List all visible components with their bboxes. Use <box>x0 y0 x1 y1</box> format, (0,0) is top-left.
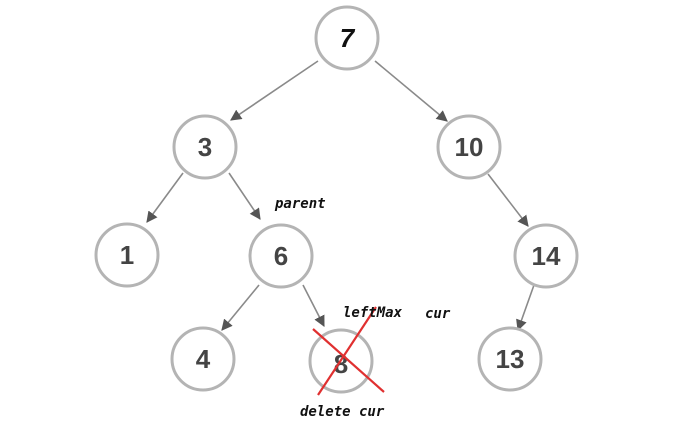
delete-cross-icon <box>312 306 385 396</box>
node-4: 4 <box>170 326 236 392</box>
node-7-label: 7 <box>340 23 356 53</box>
annotation-parent: parent <box>274 196 326 212</box>
node-6: 6 <box>248 223 314 289</box>
node-1-label: 1 <box>120 240 134 270</box>
edge-3-1 <box>146 172 184 223</box>
cross-stroke-1 <box>312 328 385 393</box>
node-14-label: 14 <box>532 241 561 271</box>
node-13: 13 <box>477 326 543 392</box>
edge-6-4 <box>221 284 260 331</box>
node-3-label: 3 <box>198 132 212 162</box>
node-6-label: 6 <box>274 241 288 271</box>
node-7: 7 <box>314 5 380 71</box>
edge-7-3 <box>230 60 319 121</box>
annotation-cur: cur <box>425 306 451 322</box>
node-3: 3 <box>172 114 238 180</box>
node-14: 14 <box>513 223 579 289</box>
node-4-circle <box>170 326 236 392</box>
node-10: 10 <box>436 114 502 180</box>
edge-3-6 <box>228 172 261 220</box>
node-1: 1 <box>94 222 160 288</box>
node-13-circle <box>477 326 543 392</box>
node-10-circle <box>436 114 502 180</box>
edges <box>146 60 535 332</box>
node-6-circle <box>248 223 314 289</box>
annotation-delete-cur: delete cur <box>300 404 385 420</box>
edge-7-10 <box>374 60 448 122</box>
node-14-circle <box>513 223 579 289</box>
node-1-circle <box>94 222 160 288</box>
annotation-left-max: leftMax <box>343 305 403 321</box>
edge-10-14 <box>487 173 529 227</box>
edge-6-8 <box>302 284 325 327</box>
node-4-label: 4 <box>196 344 211 374</box>
cross-stroke-2 <box>317 306 377 396</box>
node-7-circle <box>314 5 380 71</box>
node-10-label: 10 <box>455 132 484 162</box>
edge-14-13 <box>516 284 535 332</box>
node-3-circle <box>172 114 238 180</box>
node-13-label: 13 <box>496 344 525 374</box>
